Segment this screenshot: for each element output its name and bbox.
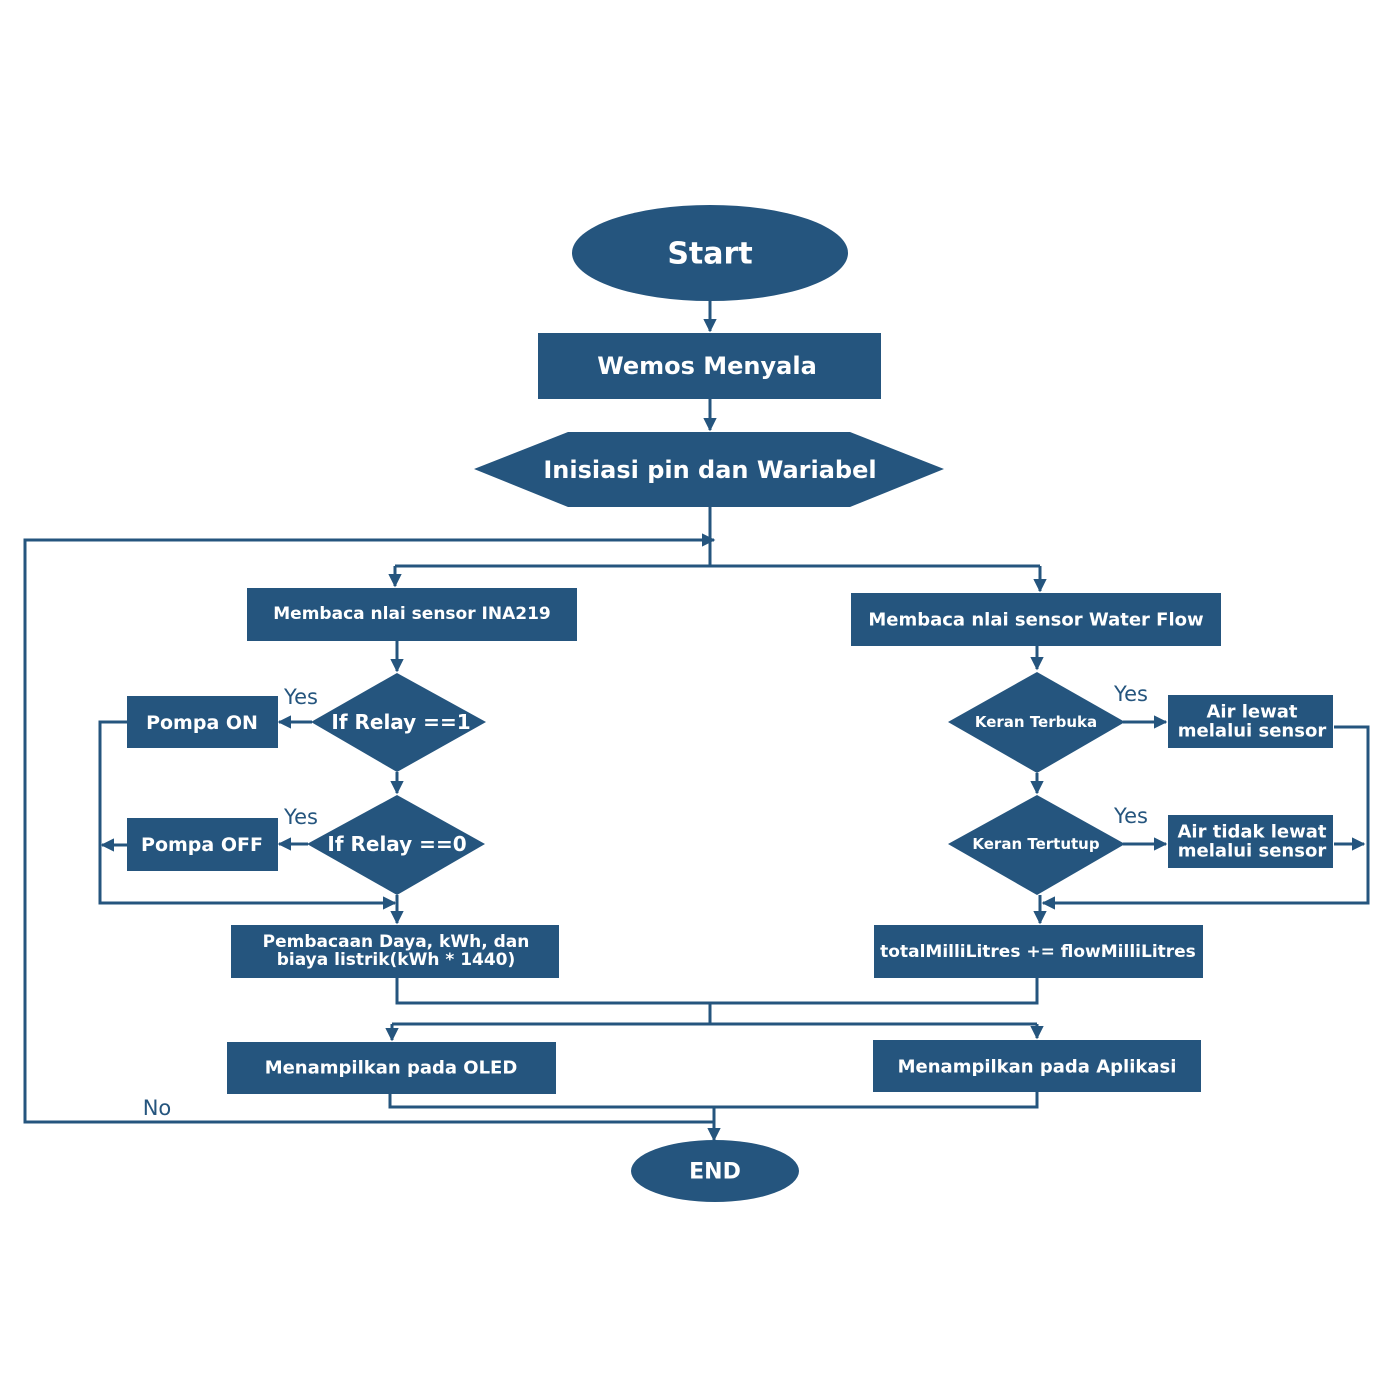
init-label: Inisiasi pin dan Wariabel [543, 456, 876, 484]
relay0-label: If Relay ==0 [327, 832, 466, 856]
keran-tertutup-label: Keran Tertutup [972, 835, 1099, 853]
waterflow-process: Membaca nlai sensor Water Flow [851, 593, 1221, 646]
aplikasi-process: Menampilkan pada Aplikasi [873, 1040, 1201, 1092]
start-terminator: Start [572, 205, 848, 301]
oled-process: Menampilkan pada OLED [227, 1042, 556, 1094]
yes-label-relay1: Yes [283, 685, 318, 709]
air-lewat-label-line2: melalui sensor [1178, 721, 1327, 742]
end-terminator: END [631, 1140, 799, 1202]
yes-label-relay0: Yes [283, 805, 318, 829]
air-lewat-label-line1: Air lewat [1206, 702, 1297, 723]
air-tidak-label-line2: melalui sensor [1178, 841, 1327, 862]
air-tidak-process: Air tidak lewat melalui sensor [1168, 815, 1333, 868]
air-lewat-process: Air lewat melalui sensor [1168, 695, 1333, 748]
aplikasi-label: Menampilkan pada Aplikasi [898, 1057, 1177, 1078]
keran-tertutup-decision: Keran Tertutup [948, 795, 1125, 895]
oled-label: Menampilkan pada OLED [265, 1058, 518, 1079]
waterflow-label: Membaca nlai sensor Water Flow [868, 610, 1203, 631]
relay0-decision: If Relay ==0 [307, 795, 485, 895]
keran-terbuka-decision: Keran Terbuka [948, 672, 1125, 773]
total-label: totalMilliLitres += flowMilliLitres [880, 942, 1196, 962]
connectors [23, 300, 1370, 1142]
keran-terbuka-label: Keran Terbuka [975, 713, 1097, 731]
pompa-off-process: Pompa OFF [127, 818, 278, 871]
total-process: totalMilliLitres += flowMilliLitres [874, 925, 1203, 978]
pembacaan-label-line2: biaya listrik(kWh * 1440) [277, 950, 516, 970]
air-tidak-label-line1: Air tidak lewat [1177, 822, 1326, 843]
relay1-label: If Relay ==1 [331, 710, 470, 734]
pompa-on-label: Pompa ON [146, 712, 258, 734]
no-label-loop: No [143, 1096, 172, 1120]
relay1-decision: If Relay ==1 [311, 673, 486, 772]
wemos-label: Wemos Menyala [597, 352, 817, 380]
pembacaan-process: Pembacaan Daya, kWh, dan biaya listrik(k… [231, 925, 559, 978]
start-label: Start [667, 237, 752, 272]
ina219-label: Membaca nlai sensor INA219 [273, 604, 550, 624]
pompa-on-process: Pompa ON [127, 696, 278, 748]
yes-label-terbuka: Yes [1113, 682, 1148, 706]
pembacaan-label-line1: Pembacaan Daya, kWh, dan [263, 932, 530, 952]
end-label: END [689, 1160, 741, 1185]
pompa-off-label: Pompa OFF [141, 834, 263, 856]
wemos-process: Wemos Menyala [538, 333, 881, 399]
yes-label-tertutup: Yes [1113, 804, 1148, 828]
ina219-process: Membaca nlai sensor INA219 [247, 588, 577, 641]
init-preparation: Inisiasi pin dan Wariabel [474, 432, 944, 507]
